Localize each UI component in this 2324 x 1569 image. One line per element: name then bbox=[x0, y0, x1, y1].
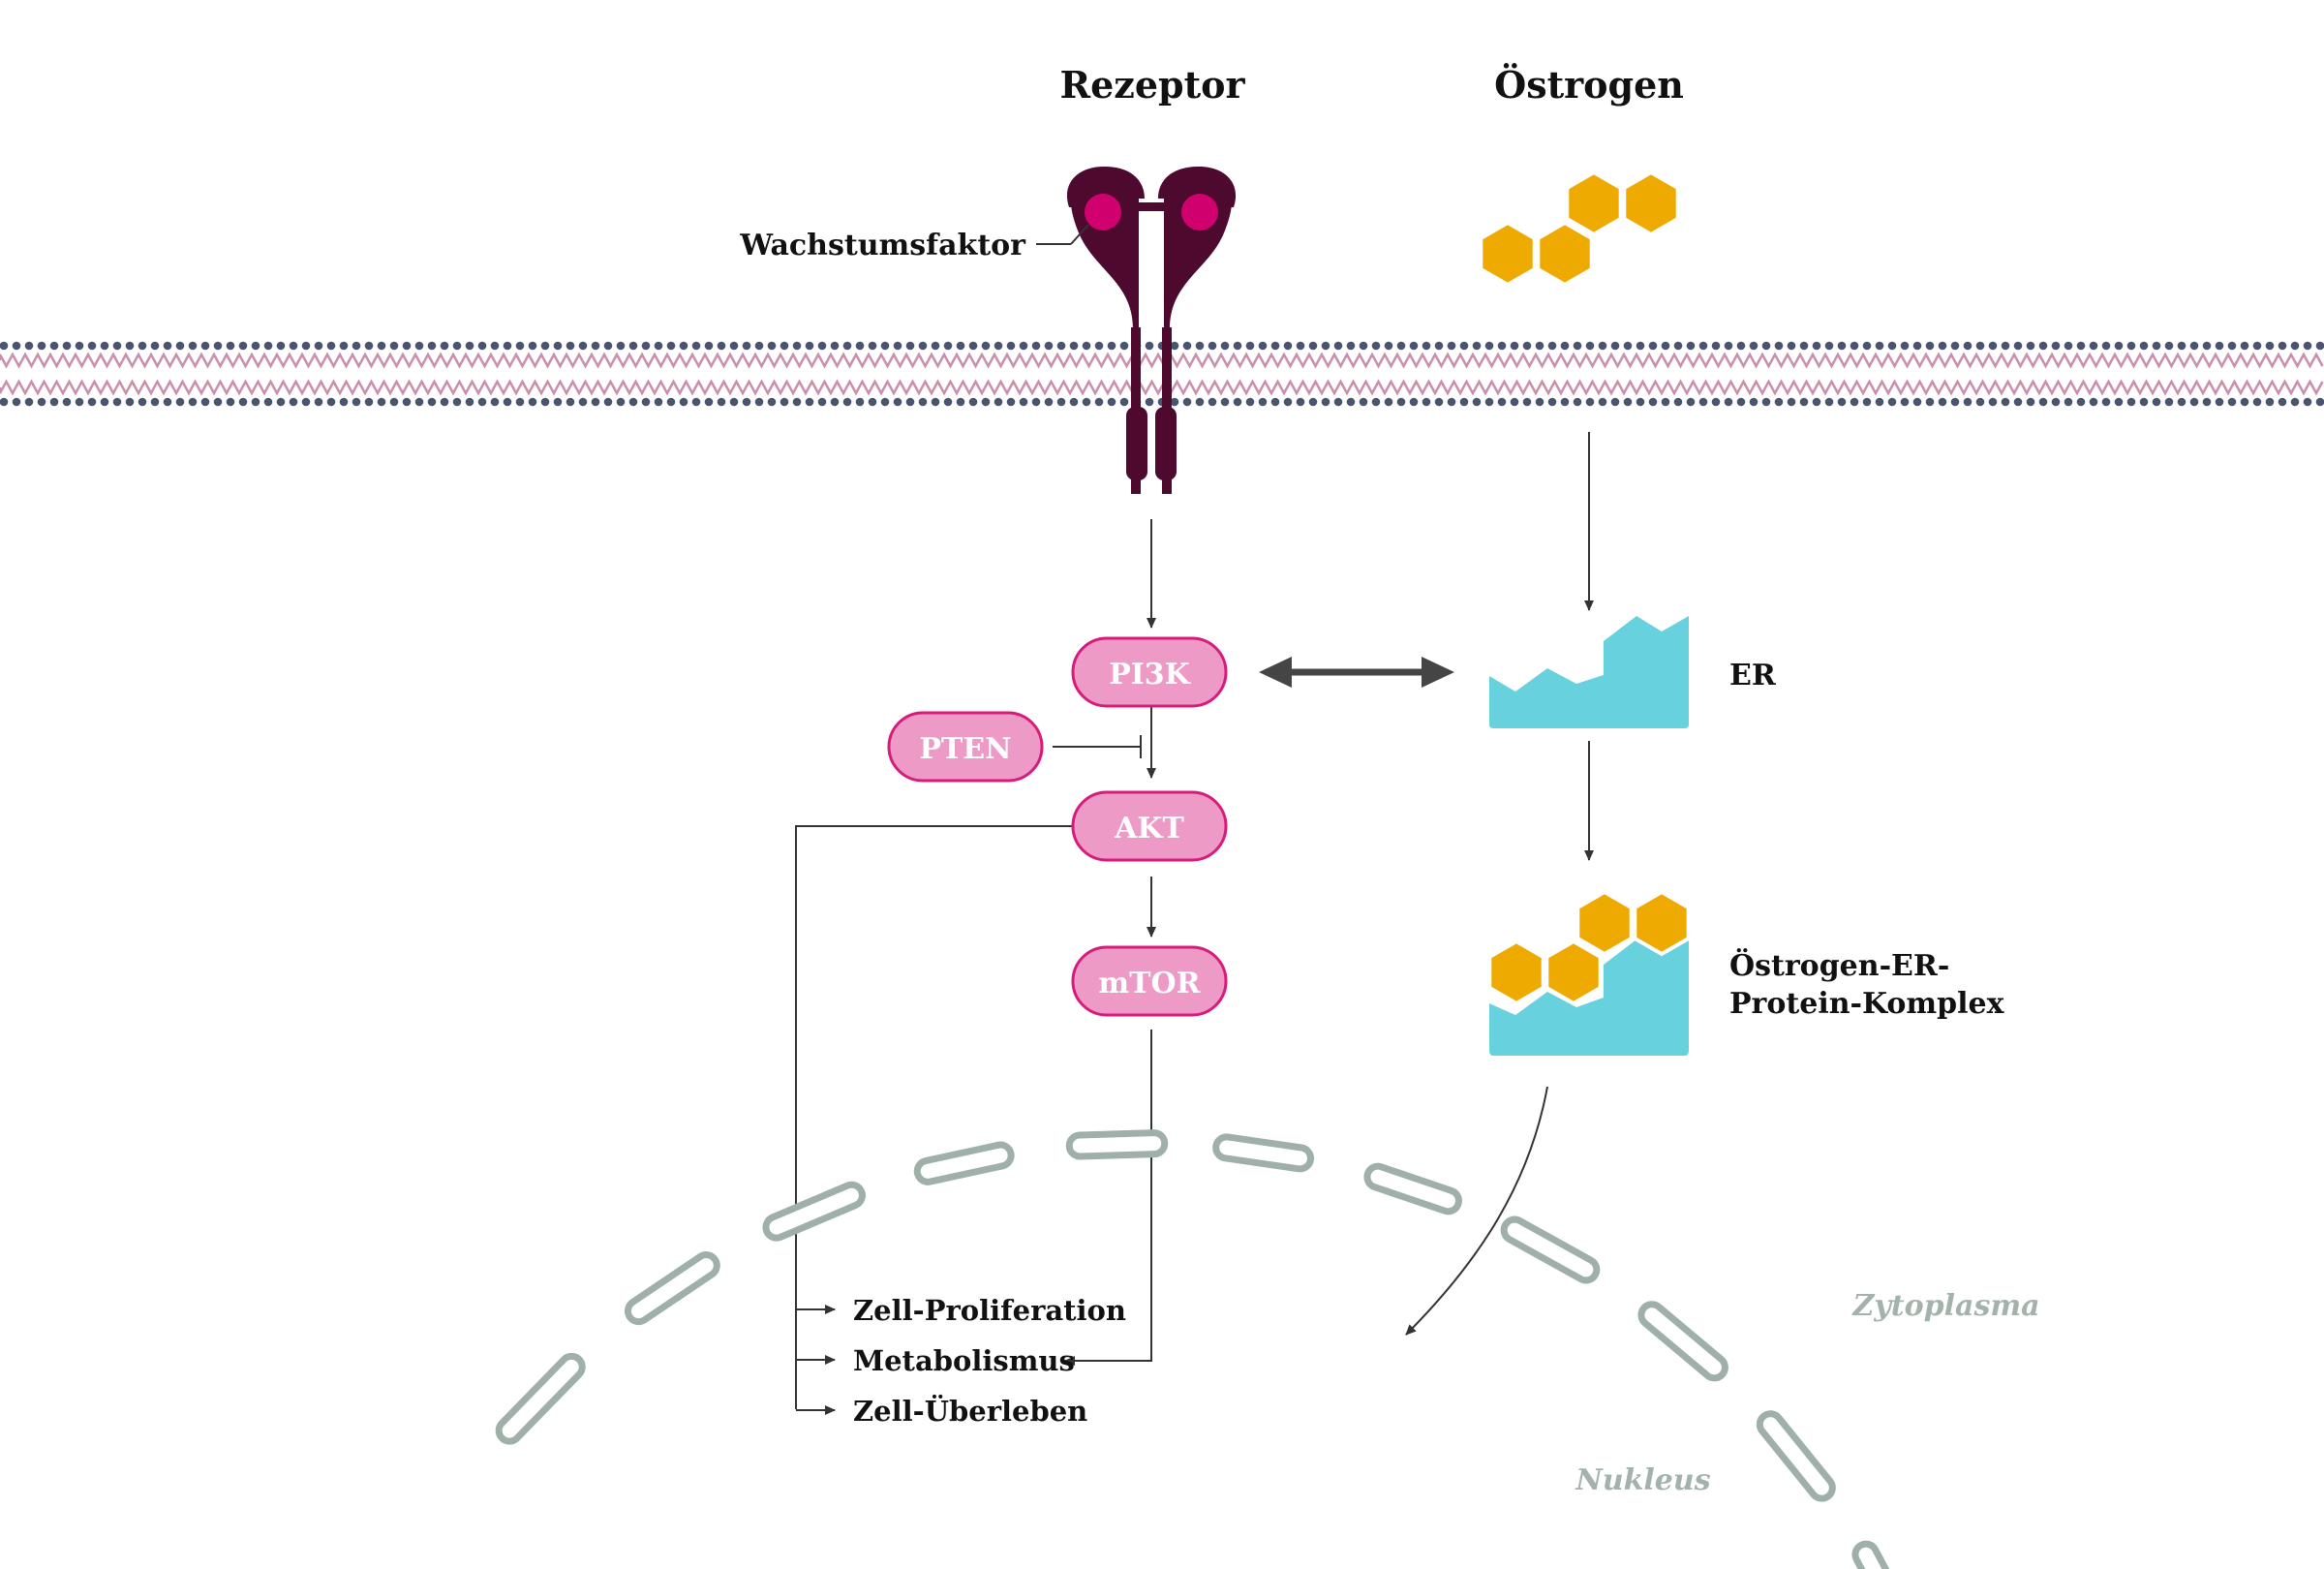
outcome-survival: Zell-Überleben bbox=[853, 1393, 1087, 1428]
nuclear-envelope-segment bbox=[624, 1251, 720, 1326]
mtor-node: mTOR bbox=[1071, 945, 1228, 1017]
growth-factor-icon bbox=[1181, 194, 1218, 231]
arrow-complex-to-nucleus bbox=[1405, 1086, 1548, 1336]
pten-node: PTEN bbox=[887, 711, 1044, 783]
er-protein-icon bbox=[1489, 616, 1689, 728]
nuclear-envelope-segment bbox=[1637, 1301, 1728, 1382]
pten-label: PTEN bbox=[919, 732, 1011, 766]
nuclear-envelope-segment bbox=[1500, 1215, 1601, 1284]
receptor-heading: Rezeptor bbox=[1059, 63, 1245, 107]
receptor-icon bbox=[1066, 167, 1237, 494]
nuclear-envelope-segment bbox=[1363, 1162, 1462, 1215]
nuclear-envelope bbox=[495, 1129, 1918, 1569]
nuclear-envelope-segment bbox=[1851, 1540, 1918, 1569]
nuclear-envelope-segment bbox=[913, 1141, 1015, 1185]
growth-factor-icon bbox=[1085, 194, 1121, 231]
outcome-proliferation: Zell-Proliferation bbox=[853, 1294, 1126, 1327]
pi3k-label: PI3K bbox=[1109, 658, 1190, 692]
growth-factor-label: Wachstumsfaktor bbox=[739, 229, 1026, 262]
mtor-label: mTOR bbox=[1098, 967, 1201, 1000]
pi3k-node: PI3K bbox=[1071, 636, 1228, 708]
nuclear-envelope-segment bbox=[1212, 1133, 1315, 1173]
pi3k-er-crosstalk-arrow bbox=[1259, 657, 1454, 688]
complex-label-line2: Protein-Komplex bbox=[1729, 987, 2005, 1021]
cytoplasm-label: Zytoplasma bbox=[1851, 1289, 2039, 1323]
outcome-metabolism: Metabolismus bbox=[853, 1344, 1075, 1377]
akt-node: AKT bbox=[1071, 790, 1228, 862]
akt-label: AKT bbox=[1114, 812, 1184, 846]
cell-membrane bbox=[0, 341, 2324, 407]
nuclear-envelope-segment bbox=[1065, 1129, 1169, 1160]
nuclear-envelope-segment bbox=[762, 1181, 866, 1242]
estrogen-er-complex-icon bbox=[1487, 889, 1691, 1056]
nuclear-envelope-segment bbox=[1756, 1410, 1836, 1502]
nucleus-label: Nukleus bbox=[1575, 1463, 1710, 1497]
estrogen-heading: Östrogen bbox=[1494, 63, 1684, 107]
nuclear-envelope-segment bbox=[495, 1352, 586, 1445]
estrogen-hexagons-icon bbox=[1479, 169, 1680, 288]
complex-label-line1: Östrogen-ER- bbox=[1729, 947, 1949, 983]
er-label: ER bbox=[1729, 659, 1777, 692]
